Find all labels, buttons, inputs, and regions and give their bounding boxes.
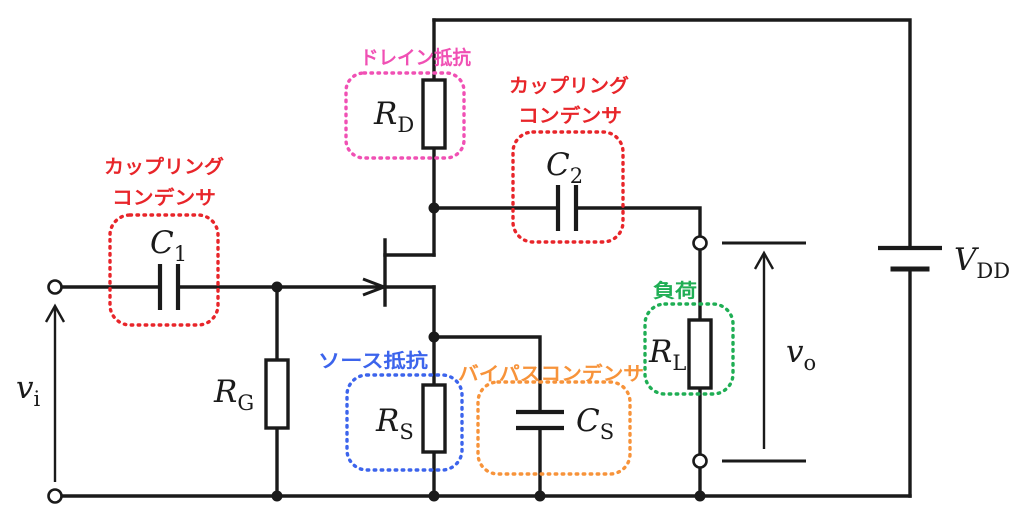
label-vdd-subscript: DD [976,259,1010,283]
resistor-rg [264,358,290,430]
label-vi-symbol: v [16,370,34,406]
vi-arrow-head-icon [44,303,66,323]
label-vi: vi [16,370,41,411]
voltage-arrows [44,241,806,482]
junction-dot [271,490,283,502]
label-c1-subscript: 1 [174,242,187,266]
input-terminal-bottom [47,488,63,504]
junction-dot [271,281,283,293]
annotation-coupling-c1-line2: コンデンサ [112,186,216,209]
junction-dot [428,490,440,502]
label-rs-subscript: S [399,420,413,444]
label-rs-symbol: R [375,403,399,439]
group-box-load [643,302,735,396]
output-terminal-top [692,235,708,251]
input-terminal-top [47,279,63,295]
output-terminal-bottom [692,453,708,469]
annotation-drain-resistor: ドレイン抵抗 [360,46,471,69]
label-vdd-symbol: V [954,242,980,278]
label-rg-symbol: R [213,374,237,410]
annotation-coupling-c1-line1: カップリング [104,155,224,178]
label-rl-symbol: R [648,334,672,370]
label-vdd: VDD [954,242,1010,283]
vo-arrow-head-icon [753,250,775,270]
label-vo-subscript: o [804,351,817,375]
label-rl-subscript: L [672,351,686,375]
resistor-rd [421,78,447,150]
annotations: ドレイン抵抗 カップリング コンデンサ カップリング コンデンサ 負荷 ソース抵… [104,46,697,385]
annotation-coupling-c2-line2: コンデンサ [518,104,622,127]
label-cs-subscript: S [600,420,614,444]
group-box-coupling-c1 [108,213,220,327]
junction-dot [428,331,440,343]
label-rd-symbol: R [373,96,397,132]
junction-dot [694,490,706,502]
label-vo: vo [786,334,816,375]
label-cs: CS [576,403,614,444]
group-box-coupling-c2 [511,130,625,244]
label-vi-subscript: i [34,387,41,411]
label-c2-subscript: 2 [570,164,583,188]
junction-dot [428,202,440,214]
label-rg: RG [213,374,254,415]
group-boxes [108,71,735,476]
annotation-load: 負荷 [653,279,697,302]
group-box-bypass-capacitor [476,380,632,476]
resistor-rl [687,318,713,390]
component-labels: RD C2 C1 RG RS CS RL VDD vi vo [16,96,1010,444]
label-vo-symbol: v [786,334,804,370]
label-rd: RD [373,96,414,137]
wire-cs-top [432,335,542,414]
annotation-coupling-c2-line1: カップリング [509,74,629,97]
label-c2: C2 [546,147,583,188]
label-rs: RS [375,403,414,444]
label-rg-subscript: G [237,391,254,415]
label-rl: RL [648,334,686,375]
label-c2-symbol: C [546,147,570,183]
components [157,78,942,454]
label-rd-subscript: D [397,113,414,137]
annotation-bypass-capacitor: バイパスコンデンサ [458,362,644,385]
wire-c2-right [574,206,702,238]
terminals [47,235,708,504]
annotation-source-resistor: ソース抵抗 [318,349,428,372]
group-box-source-resistor [345,373,464,472]
wire-vdd-top-rail [432,18,912,250]
label-c1: C1 [150,225,187,266]
junction-dot [534,490,546,502]
wires [58,18,912,498]
group-box-drain-resistor [344,71,466,160]
label-c1-symbol: C [150,225,174,261]
label-cs-symbol: C [576,403,600,439]
junctions [271,202,706,502]
fet-gate-arrow-icon [362,277,389,297]
resistor-rs [421,383,447,454]
